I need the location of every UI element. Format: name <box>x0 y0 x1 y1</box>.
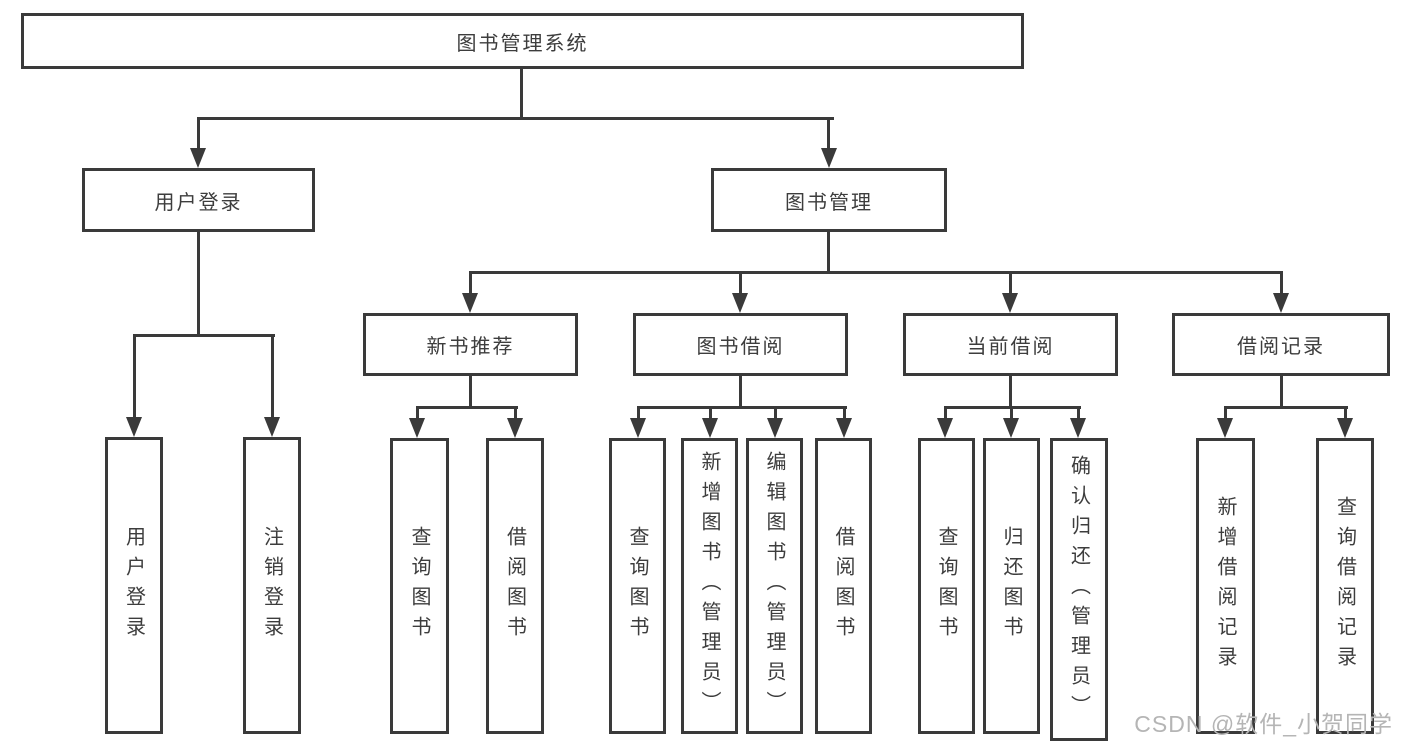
connector-line <box>1077 406 1080 421</box>
leaf-borrow-books: 借阅图书 <box>815 438 872 734</box>
connector-line <box>1224 406 1348 409</box>
connector-line <box>133 334 275 337</box>
connector-line <box>944 406 947 421</box>
arrow-down-icon <box>264 417 280 437</box>
node-borrowing-records: 借阅记录 <box>1172 313 1390 376</box>
connector-line <box>739 376 742 408</box>
leaf-edit-book-admin: 编辑图书（管理员） <box>746 438 803 734</box>
connector-line <box>416 406 518 409</box>
arrow-down-icon <box>1070 418 1086 438</box>
connector-line <box>709 406 712 421</box>
arrow-down-icon <box>767 418 783 438</box>
connector-line <box>469 271 472 296</box>
connector-line <box>1344 406 1347 421</box>
leaf-label: 查询图书 <box>408 526 430 646</box>
leaf-confirm-return-admin: 确认归还（管理员） <box>1050 438 1108 741</box>
arrow-down-icon <box>630 418 646 438</box>
arrow-down-icon <box>1003 418 1019 438</box>
leaf-query-books-borrowing: 查询图书 <box>609 438 666 734</box>
leaf-label: 借阅图书 <box>503 526 526 646</box>
arrow-down-icon <box>507 418 523 438</box>
connector-line <box>197 117 200 151</box>
connector-line <box>1009 271 1012 296</box>
leaf-label: 查询图书 <box>626 526 648 646</box>
arrow-down-icon <box>1002 293 1018 313</box>
connector-line <box>637 406 847 409</box>
connector-line <box>739 271 742 296</box>
leaf-label: 用户登录 <box>122 525 145 646</box>
leaf-return-books: 归还图书 <box>983 438 1040 734</box>
leaf-add-borrow-record: 新增借阅记录 <box>1196 438 1255 734</box>
leaf-label: 借阅图书 <box>832 526 854 646</box>
leaf-label: 编辑图书（管理员） <box>763 451 785 721</box>
connector-line <box>520 69 523 120</box>
leaf-label: 新增图书（管理员） <box>698 451 720 721</box>
arrow-down-icon <box>821 148 837 168</box>
connector-line <box>469 376 472 408</box>
node-book-borrowing: 图书借阅 <box>633 313 848 376</box>
node-label: 用户登录 <box>154 191 243 214</box>
connector-line <box>843 406 846 421</box>
node-label: 新书推荐 <box>426 336 515 358</box>
connector-line <box>271 334 274 420</box>
arrow-down-icon <box>126 417 142 437</box>
leaf-logout: 注销登录 <box>243 437 301 734</box>
node-library-management-system: 图书管理系统 <box>21 13 1024 69</box>
leaf-borrow-books-recommend: 借阅图书 <box>486 438 544 734</box>
leaf-user-login: 用户登录 <box>105 437 163 734</box>
arrow-down-icon <box>836 418 852 438</box>
leaf-label: 归还图书 <box>1000 526 1022 646</box>
leaf-add-book-admin: 新增图书（管理员） <box>681 438 738 734</box>
arrow-down-icon <box>702 418 718 438</box>
leaf-label: 查询图书 <box>935 526 957 646</box>
connector-line <box>469 271 1283 274</box>
node-label: 图书管理 <box>785 191 873 214</box>
leaf-label: 新增借阅记录 <box>1214 496 1236 676</box>
connector-line <box>197 117 834 120</box>
arrow-down-icon <box>1337 418 1353 438</box>
leaf-query-books-current: 查询图书 <box>918 438 975 734</box>
arrow-down-icon <box>1217 418 1233 438</box>
node-new-book-recommend: 新书推荐 <box>363 313 578 376</box>
arrow-down-icon <box>1273 293 1289 313</box>
connector-line <box>637 406 640 421</box>
arrow-down-icon <box>937 418 953 438</box>
leaf-query-borrow-record: 查询借阅记录 <box>1316 438 1374 734</box>
leaf-query-books-recommend: 查询图书 <box>390 438 449 734</box>
connector-line <box>1280 271 1283 296</box>
node-label: 图书管理系统 <box>456 32 589 55</box>
node-book-management: 图书管理 <box>711 168 947 232</box>
node-user-login: 用户登录 <box>82 168 315 232</box>
connector-line <box>1010 406 1013 421</box>
leaf-label: 注销登录 <box>260 525 283 646</box>
node-label: 借阅记录 <box>1237 336 1325 358</box>
connector-line <box>827 232 830 273</box>
arrow-down-icon <box>190 148 206 168</box>
connector-line <box>1280 376 1283 408</box>
connector-line <box>197 232 200 337</box>
node-label: 图书借阅 <box>696 336 785 358</box>
connector-line <box>827 117 830 151</box>
node-current-borrowing: 当前借阅 <box>903 313 1118 376</box>
leaf-label: 确认归还（管理员） <box>1067 454 1090 725</box>
csdn-watermark: CSDN @软件_小贺同学 <box>1134 711 1393 737</box>
connector-line <box>416 406 419 421</box>
connector-line <box>1224 406 1227 421</box>
connector-line <box>774 406 777 421</box>
arrow-down-icon <box>409 418 425 438</box>
arrow-down-icon <box>462 293 478 313</box>
node-label: 当前借阅 <box>966 336 1055 358</box>
connector-line <box>1009 376 1012 408</box>
leaf-label: 查询借阅记录 <box>1333 496 1356 676</box>
arrow-down-icon <box>732 293 748 313</box>
connector-line <box>133 334 136 420</box>
connector-line <box>514 406 517 421</box>
